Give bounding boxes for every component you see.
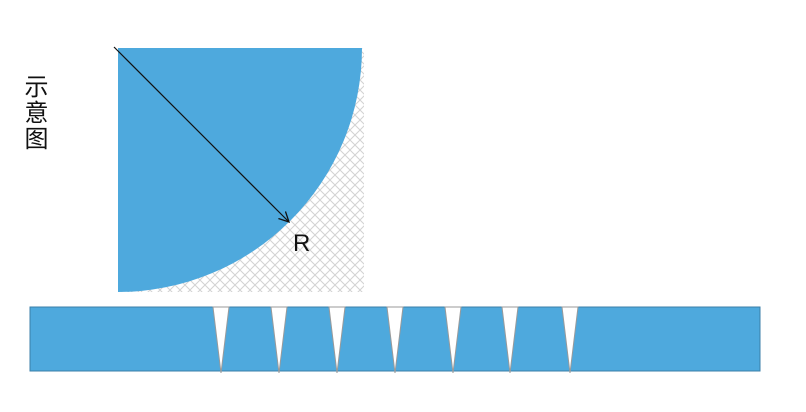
- v-notch: [386, 306, 404, 374]
- v-notch: [328, 306, 346, 374]
- v-notch: [561, 306, 579, 374]
- quarter-circle-shape: [118, 48, 362, 292]
- v-notch: [212, 306, 230, 374]
- diagram-caption: 示意图: [20, 74, 48, 152]
- v-notch: [501, 306, 519, 374]
- radius-arrow: [113, 46, 289, 222]
- v-notch: [270, 306, 288, 374]
- notch-group: [212, 306, 579, 374]
- v-notch: [444, 306, 462, 374]
- radius-label: R: [293, 230, 311, 257]
